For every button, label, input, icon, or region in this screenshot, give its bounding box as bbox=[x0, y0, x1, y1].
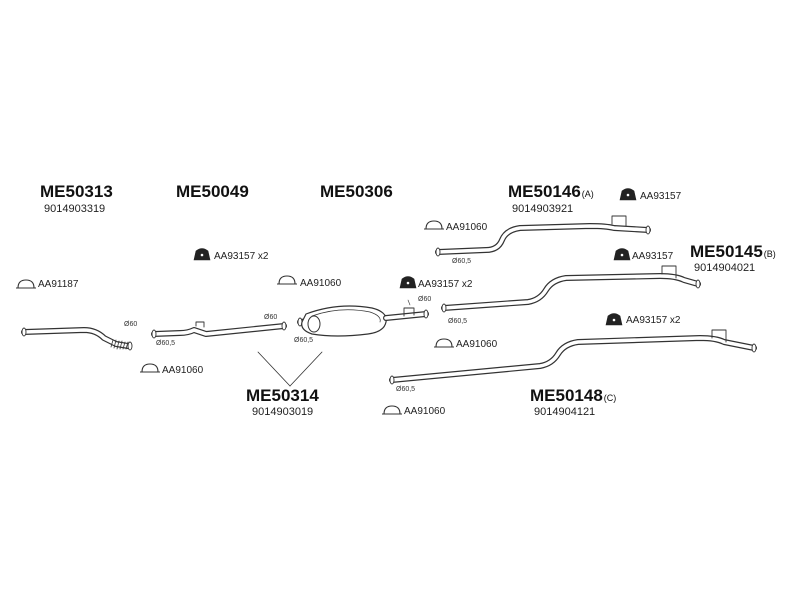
accessory-label-aa93157: AA93157 bbox=[640, 191, 682, 202]
diameter-label: Ø60 bbox=[124, 321, 138, 328]
accessory-label-aa93157-x2: AA93157 x2 bbox=[214, 251, 269, 262]
diameter-label: Ø60 bbox=[264, 314, 278, 321]
rubber-mount-icon bbox=[193, 248, 211, 261]
clamp-icon bbox=[434, 338, 454, 348]
diameter-label: Ø60,5 bbox=[448, 318, 468, 325]
clamp-icon bbox=[424, 220, 444, 230]
rubber-mount-icon bbox=[619, 188, 637, 201]
diameter-label: Ø60,5 bbox=[452, 258, 472, 265]
pipe-me50148 bbox=[389, 329, 757, 385]
rubber-mount-icons bbox=[193, 188, 637, 326]
clamp-icon bbox=[16, 279, 36, 289]
diameter-label: Ø60,5 bbox=[396, 386, 416, 393]
pipe-me50145 bbox=[441, 265, 701, 313]
pipe-me50146 bbox=[435, 215, 651, 257]
diameter-label: Ø60 bbox=[418, 296, 432, 303]
accessory-label-aa91060: AA91060 bbox=[456, 339, 498, 350]
diameter-label: Ø60,5 bbox=[294, 337, 314, 344]
clamp-icon bbox=[382, 405, 402, 415]
part-number-me50145: ME50145(B) bbox=[690, 242, 776, 261]
rubber-mount-icon bbox=[605, 313, 623, 326]
oe-number-me50314: 9014903019 bbox=[252, 406, 314, 418]
accessory-label-aa91060: AA91060 bbox=[404, 406, 446, 417]
variant-label-b: (B) bbox=[763, 249, 776, 259]
part-number-me50314: ME50314 bbox=[246, 386, 319, 405]
accessory-label-aa91060: AA91060 bbox=[446, 222, 488, 233]
part-number-me50313: ME50313 bbox=[40, 182, 113, 201]
oe-number-me50148: 9014904121 bbox=[534, 406, 596, 418]
accessory-label-aa91060: AA91060 bbox=[300, 278, 342, 289]
flex-section bbox=[110, 339, 129, 350]
oe-number-me50313: 9014903319 bbox=[44, 203, 106, 215]
clamp-icons bbox=[16, 220, 454, 415]
accessory-label-aa93157-x2: AA93157 x2 bbox=[626, 315, 681, 326]
diameter-label: Ø60,5 bbox=[156, 340, 176, 347]
accessory-label-aa93157-x2: AA93157 x2 bbox=[418, 279, 473, 290]
accessory-label-aa91060: AA91060 bbox=[162, 365, 204, 376]
oe-number-me50146: 9014903921 bbox=[512, 203, 574, 215]
variant-label-c: (C) bbox=[603, 393, 617, 403]
variant-label-a: (A) bbox=[581, 189, 594, 199]
pipe-me50049 bbox=[151, 321, 287, 339]
oe-number-me50145: 9014904021 bbox=[694, 262, 756, 274]
muffler-me50306 bbox=[297, 299, 429, 337]
rubber-mount-icon bbox=[399, 276, 417, 289]
clamp-icon bbox=[140, 363, 160, 373]
part-number-me50049: ME50049 bbox=[176, 182, 249, 201]
clamp-icon bbox=[277, 275, 297, 285]
rubber-mount-icon bbox=[613, 248, 631, 261]
part-number-me50146: ME50146(A) bbox=[508, 182, 594, 201]
pipe-me50313 bbox=[21, 327, 133, 351]
part-number-me50148: ME50148(C) bbox=[530, 386, 617, 405]
part-number-me50306: ME50306 bbox=[320, 182, 393, 201]
accessory-label-aa91187: AA91187 bbox=[38, 279, 79, 290]
accessory-label-aa93157: AA93157 bbox=[632, 251, 674, 262]
me50314-bracket bbox=[257, 351, 323, 387]
